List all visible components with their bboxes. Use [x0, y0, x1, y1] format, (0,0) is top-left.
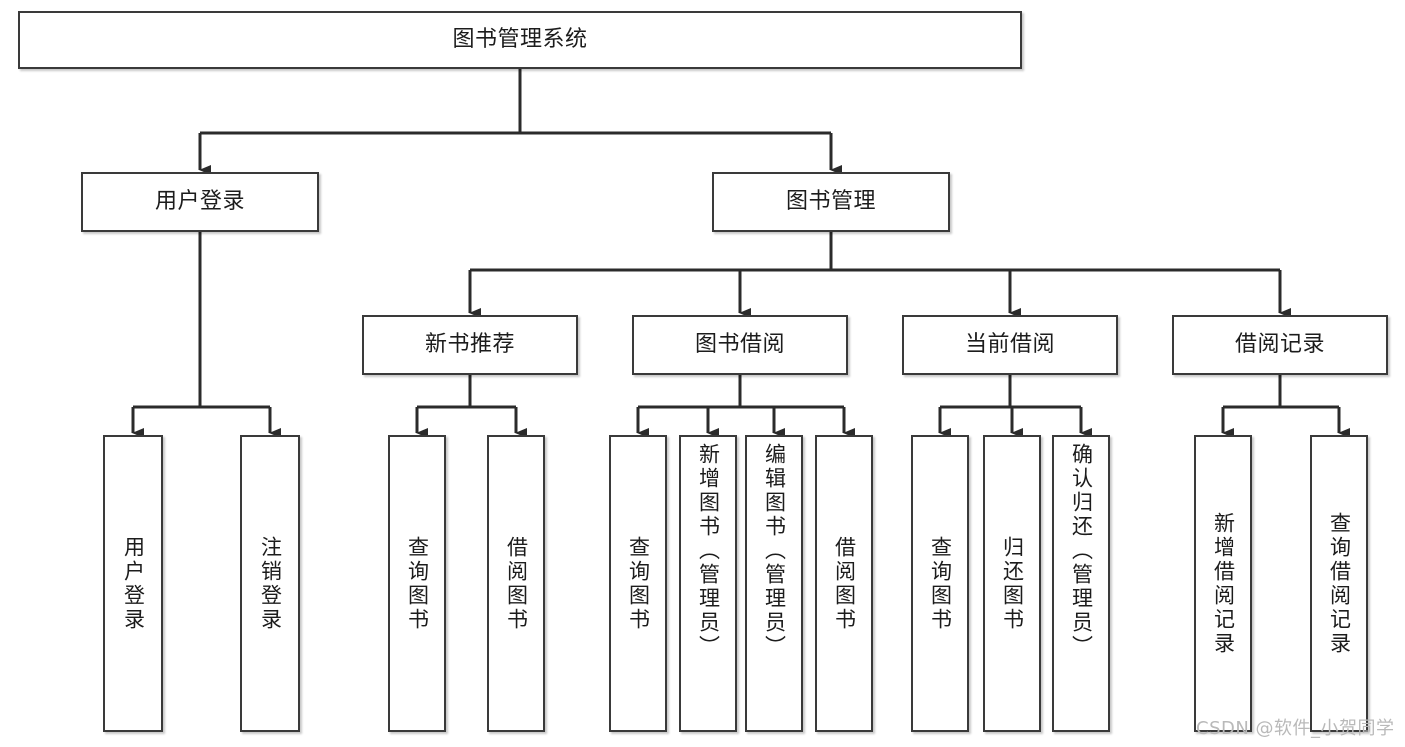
node-new-book-recommend[interactable]: 新书推荐 [362, 315, 578, 375]
node-new-book-recommend-label: 新书推荐 [424, 331, 515, 357]
leaf-leaf-query-borrow-record-label: 查询借阅记录 [1327, 511, 1352, 656]
node-user-login-label: 用户登录 [154, 188, 245, 214]
leaf-leaf-query-book-2-label: 查询图书 [626, 535, 651, 632]
leaf-leaf-query-book-2[interactable]: 查询图书 [609, 435, 667, 732]
leaf-leaf-confirm-return[interactable]: 确认归还（管理员） [1052, 435, 1110, 732]
leaf-leaf-add-book[interactable]: 新增图书（管理员） [679, 435, 737, 732]
node-book-manage[interactable]: 图书管理 [712, 172, 950, 232]
leaf-leaf-add-borrow-record[interactable]: 新增借阅记录 [1194, 435, 1252, 732]
leaf-leaf-user-login-label: 用户登录 [121, 535, 146, 632]
leaf-leaf-borrow-book-2-label: 借阅图书 [832, 535, 857, 632]
leaf-leaf-borrow-book-1[interactable]: 借阅图书 [487, 435, 545, 732]
leaf-leaf-query-book-1-label: 查询图书 [405, 535, 430, 632]
leaf-leaf-logout-label: 注销登录 [258, 535, 283, 632]
node-user-login[interactable]: 用户登录 [81, 172, 319, 232]
leaf-leaf-query-book-3[interactable]: 查询图书 [911, 435, 969, 732]
node-current-borrow-label: 当前借阅 [964, 331, 1055, 357]
node-book-borrow-label: 图书借阅 [694, 331, 785, 357]
leaf-leaf-query-book-1[interactable]: 查询图书 [388, 435, 446, 732]
node-root-label: 图书管理系统 [452, 26, 588, 52]
leaf-leaf-borrow-book-2[interactable]: 借阅图书 [815, 435, 873, 732]
node-borrow-record-label: 借阅记录 [1234, 331, 1325, 357]
leaf-leaf-edit-book-label: 编辑图书（管理员） [762, 443, 787, 659]
leaf-leaf-edit-book[interactable]: 编辑图书（管理员） [745, 435, 803, 732]
node-current-borrow[interactable]: 当前借阅 [902, 315, 1118, 375]
leaf-leaf-return-book-label: 归还图书 [1000, 535, 1025, 632]
leaf-leaf-query-book-3-label: 查询图书 [928, 535, 953, 632]
leaf-leaf-user-login[interactable]: 用户登录 [103, 435, 163, 732]
leaf-leaf-add-book-label: 新增图书（管理员） [696, 443, 721, 659]
node-book-borrow[interactable]: 图书借阅 [632, 315, 848, 375]
leaf-leaf-return-book[interactable]: 归还图书 [983, 435, 1041, 732]
watermark: CSDN @软件_小贺同学 [1196, 718, 1395, 739]
leaf-leaf-query-borrow-record[interactable]: 查询借阅记录 [1310, 435, 1368, 732]
leaf-leaf-confirm-return-label: 确认归还（管理员） [1069, 443, 1094, 659]
leaf-leaf-add-borrow-record-label: 新增借阅记录 [1211, 511, 1236, 656]
node-root[interactable]: 图书管理系统 [18, 11, 1022, 69]
node-borrow-record[interactable]: 借阅记录 [1172, 315, 1388, 375]
leaf-leaf-logout[interactable]: 注销登录 [240, 435, 300, 732]
leaf-leaf-borrow-book-1-label: 借阅图书 [504, 535, 529, 632]
node-book-manage-label: 图书管理 [785, 188, 876, 214]
